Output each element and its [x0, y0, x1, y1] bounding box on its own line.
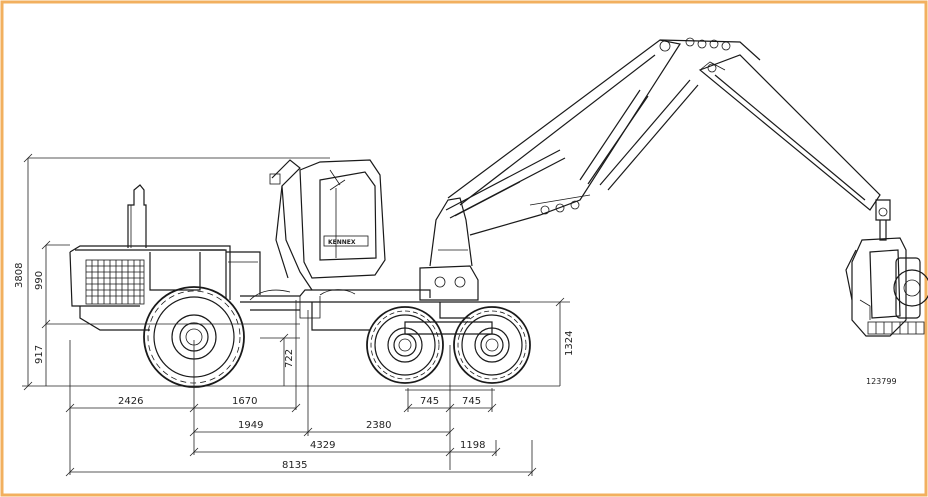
dim-2380: 2380 — [366, 420, 391, 431]
dim-1949: 1949 — [238, 420, 263, 431]
dimension-labels: 2426 1670 745 745 1949 2380 4329 1198 81… — [14, 263, 897, 471]
operator-cab: KENNEX — [269, 159, 386, 291]
dim-722: 722 — [284, 349, 295, 368]
dim-3808: 3808 — [14, 263, 25, 288]
rear-bogie-wheel-2 — [453, 306, 531, 384]
dim-2426: 2426 — [118, 396, 143, 407]
dim-1324: 1324 — [564, 331, 575, 356]
dim-1670: 1670 — [232, 396, 257, 407]
crane — [419, 37, 891, 301]
rear-bogie-wheel-1 — [366, 306, 444, 384]
harvester-head — [845, 237, 928, 337]
drawing-number: 123799 — [866, 377, 897, 386]
dim-4329: 4329 — [310, 440, 335, 451]
cab-logo: KENNEX — [328, 239, 356, 246]
bogie-beam — [404, 321, 493, 335]
dim-917: 917 — [34, 345, 45, 364]
dim-8135: 8135 — [282, 460, 307, 471]
dim-1198: 1198 — [460, 440, 485, 451]
dimension-lines — [22, 153, 570, 477]
dim-745-b: 745 — [462, 396, 481, 407]
dim-990: 990 — [34, 271, 45, 290]
dim-745-a: 745 — [420, 396, 439, 407]
